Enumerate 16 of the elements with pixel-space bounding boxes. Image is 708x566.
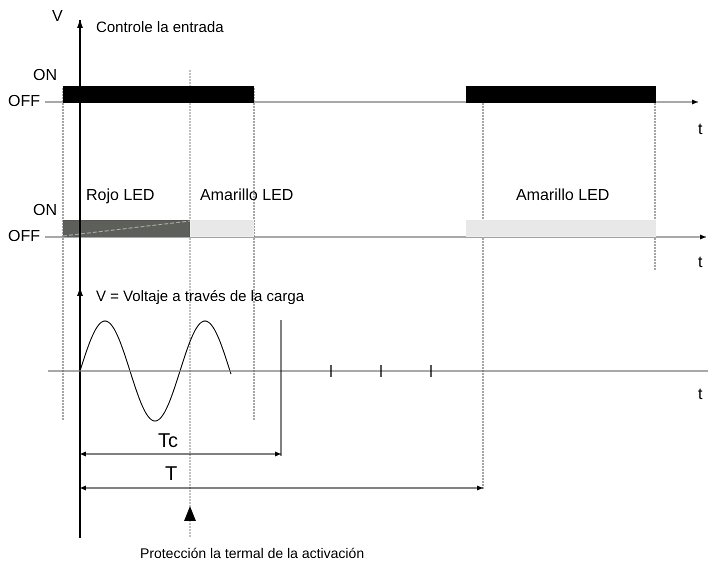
signal-label: Amarillo LED <box>200 187 294 205</box>
signal-label: Amarillo LED <box>516 187 610 205</box>
axis-label: t <box>698 121 702 139</box>
level-label: OFF <box>8 228 40 246</box>
signal-title: V = Voltaje a través de la carga <box>96 288 304 306</box>
level-label: ON <box>33 67 57 85</box>
level-label: OFF <box>8 93 40 111</box>
level-label: ON <box>33 202 57 220</box>
axis-label: t <box>698 254 702 272</box>
axis-label: t <box>698 386 702 404</box>
dimension-label: Tc <box>158 430 178 452</box>
signal-title: Controle la entrada <box>96 19 224 37</box>
dimension-label: T <box>165 463 178 485</box>
axis-label: V <box>52 8 63 26</box>
signal-label: Rojo LED <box>86 187 154 205</box>
annotation: Protección la termal de la activación <box>140 544 364 562</box>
